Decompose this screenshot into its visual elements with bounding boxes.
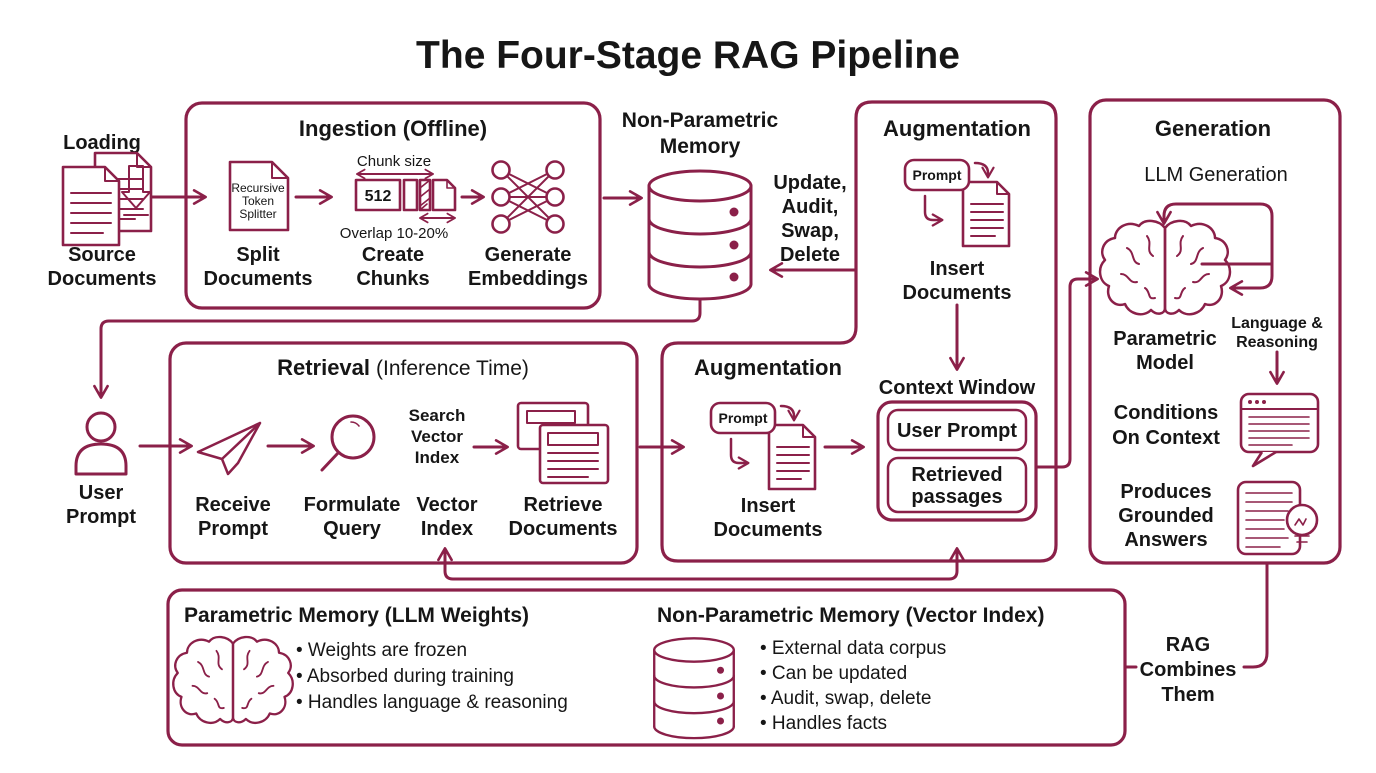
context-user-prompt: User Prompt [897,420,1017,442]
chunk-size-label: Chunk size [357,153,431,170]
retrieve-documents-icon [516,401,610,485]
download-arrow-icon [121,165,151,216]
source-documents-icon [61,151,153,247]
context-window-box [876,400,1038,522]
loop-return-arrow [1229,262,1274,296]
connector-generation-to-rag [1242,562,1269,669]
connector-context-to-generation [1034,271,1099,469]
grounded-answer-icon [1236,480,1319,556]
retrieved-passages-box [886,456,1028,514]
connector-memory-to-user [93,298,702,399]
loading-label: Loading [63,132,141,154]
brain-icon [1098,219,1232,316]
ingestion-box [184,101,602,310]
user-icon [74,411,128,476]
ingestion-title: Ingestion (Offline) [299,116,487,141]
magnifier-icon [320,414,376,472]
llm-loop-arrow [1156,202,1274,266]
vector-database-icon [647,169,753,301]
retrieval-title: Retrieval(Inference Time) [277,355,529,380]
connector-vector-index-context [437,547,965,581]
context-chat-window-icon [1239,392,1320,468]
nonparametric-bullets: • External data corpus• Can be updated• … [760,638,946,734]
token-splitter-icon [228,160,290,232]
paper-plane-icon [196,421,262,476]
generation-box [1088,98,1342,565]
memory-ops-label: Update,Audit,Swap,Delete [773,172,846,266]
chunk-value: 512 [365,188,392,205]
parametric-brain-icon [172,635,294,725]
language-reasoning-label: Language &Reasoning [1231,315,1323,351]
parametric-memory-title: Parametric Memory (LLM Weights) [184,604,529,627]
retrieval-box [168,341,639,565]
augmentation-box [660,100,1058,563]
user-prompt-box [886,408,1028,452]
create-chunks-icon [354,178,457,212]
embeddings-network-icon [491,160,565,234]
page-title: The Four-Stage RAG Pipeline [416,34,960,77]
prompt-chip-mid: Prompt [719,410,768,426]
overlap-label: Overlap 10-20% [340,225,448,242]
llm-generation-label: LLM Generation [1144,164,1287,186]
nonparametric-db-icon [653,637,735,740]
augmentation-mid-title: Augmentation [694,355,842,380]
generation-title: Generation [1155,116,1271,141]
nonparametric-memory-title: Non-Parametric Memory (Vector Index) [657,604,1044,627]
augmentation-top-title: Augmentation [883,116,1031,141]
parametric-bullets: • Weights are frozen• Absorbed during tr… [296,640,568,713]
prompt-chip-top: Prompt [913,167,962,183]
context-window-label: Context Window [879,377,1036,399]
